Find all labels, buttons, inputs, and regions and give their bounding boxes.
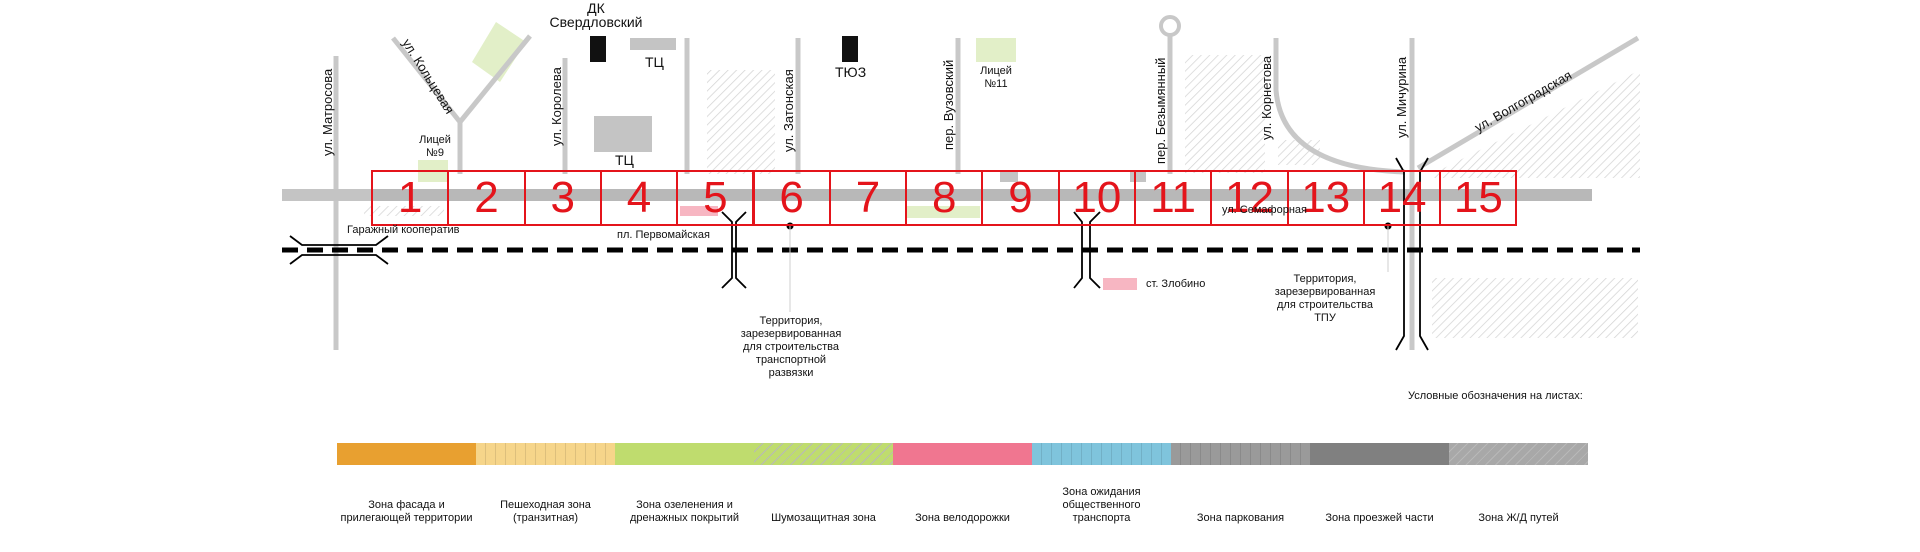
segment-box-7[interactable]: 7 <box>828 170 908 226</box>
segment-box-12[interactable]: 12 <box>1210 170 1289 226</box>
legend-label: Зона проезжей части <box>1325 512 1434 524</box>
liceum11-building <box>976 38 1016 62</box>
street-label-zatonskaya: ул. Затонская <box>781 69 796 152</box>
dk-label-line2: Свердловский <box>549 14 643 30</box>
segment-box-6[interactable]: 6 <box>752 170 831 226</box>
road-volgogradskaya <box>1416 35 1640 171</box>
segment-number: 5 <box>703 173 728 222</box>
bridge-10-icon <box>1073 211 1101 289</box>
legend-swatch <box>476 443 615 465</box>
segment-number: 12 <box>1224 173 1274 222</box>
street-label-koroleva: ул. Королева <box>549 67 564 146</box>
legend-label: Пешеходная зона (транзитная) <box>500 499 591 524</box>
tc-top-building <box>630 38 676 50</box>
legend-label: Зона озеленения и дренажных покрытий <box>630 499 739 524</box>
legend-label: Зона фасада и прилегающей территории <box>340 499 473 524</box>
segment-number: 7 <box>855 173 881 222</box>
segment-box-14[interactable]: 14 <box>1362 170 1442 226</box>
segment-number: 10 <box>1072 173 1122 222</box>
legend-label: Зона Ж/Д путей <box>1478 512 1559 524</box>
street-label-matrosova: ул. Матросова <box>320 68 335 156</box>
green-zone-segment8 <box>905 206 980 218</box>
segment-number: 13 <box>1301 173 1351 222</box>
segment-box-4[interactable]: 4 <box>599 170 679 226</box>
liceum9-label-line2: №9 <box>426 147 444 159</box>
road-kolcevaya-left <box>391 36 462 124</box>
segment-box-10[interactable]: 10 <box>1057 170 1136 226</box>
road-kolcevaya-right <box>458 34 532 124</box>
legend-swatch <box>1310 443 1449 465</box>
legend-label: Зона велодорожки <box>915 512 1010 524</box>
road-korneteva <box>1273 38 1406 175</box>
legend-title: Условные обозначения на листах: <box>1408 390 1583 402</box>
hatched-area-center <box>1185 55 1265 173</box>
segment-number: 4 <box>626 173 652 222</box>
segment-number: 9 <box>1008 173 1033 222</box>
legend-swatch <box>1032 443 1171 465</box>
roundabout-icon <box>1159 15 1181 37</box>
liceum9-label-line1: Лицей <box>419 134 451 146</box>
hatched-area-left <box>707 70 775 174</box>
segment-box-3[interactable]: 3 <box>523 170 602 226</box>
legend-swatch <box>754 443 893 465</box>
segment-box-9[interactable]: 9 <box>981 170 1060 226</box>
liceum11-label-line2: №11 <box>984 78 1008 90</box>
pink-stop-zlobino <box>1103 278 1137 290</box>
segment-number: 1 <box>397 173 423 222</box>
bridge-14-icon <box>1395 157 1429 351</box>
segment-box-1[interactable]: 1 <box>371 170 450 226</box>
segment-number: 6 <box>779 173 804 222</box>
dk-label-line1: ДК <box>587 0 605 16</box>
pink-stop-5 <box>680 206 718 216</box>
segment-box-8[interactable]: 8 <box>905 170 984 226</box>
bridge-5-icon <box>721 211 747 289</box>
segment-number: 11 <box>1150 173 1196 222</box>
garage-label: Гаражный кооператив <box>347 224 460 236</box>
tc-top-label: ТЦ <box>645 54 664 70</box>
street-label-bezymyanniy: пер. Безымянный <box>1153 57 1168 164</box>
legend-swatch <box>1449 443 1588 465</box>
segment-number: 3 <box>550 173 575 222</box>
segment-number: 15 <box>1453 173 1503 222</box>
legend-label: Зона ожидания общественного транспорта <box>1062 486 1141 524</box>
hatched-area-garage <box>364 206 444 216</box>
reserve-right-label: Территория, зарезервированная для строит… <box>1274 273 1376 324</box>
tyuz-label: ТЮЗ <box>835 64 867 80</box>
crossing-left-icon <box>289 235 389 265</box>
pervomayskaya-label: пл. Первомайская <box>617 229 710 241</box>
segment-box-2[interactable]: 2 <box>447 170 526 226</box>
legend-label: Шумозащитная зона <box>771 512 876 524</box>
tc-mid-label: ТЦ <box>615 152 634 168</box>
tc-mid-building <box>594 116 652 152</box>
segment-box-11[interactable]: 11 <box>1134 170 1213 226</box>
street-label-michurina: ул. Мичурина <box>1394 56 1409 138</box>
segment-number: 8 <box>932 173 957 222</box>
tyuz-building <box>842 36 858 62</box>
legend-swatch <box>1171 443 1310 465</box>
zlobino-label: ст. Злобино <box>1146 278 1206 290</box>
street-label-vuzovskiy: пер. Вузовский <box>941 59 956 150</box>
grey-block-11 <box>1130 172 1146 182</box>
street-label-korneteva: ул. Корнетова <box>1259 55 1274 140</box>
legend-label: Зона паркования <box>1196 512 1285 524</box>
grey-block-9 <box>1000 172 1018 182</box>
segment-number: 14 <box>1377 173 1427 222</box>
segment-box-15[interactable]: 15 <box>1439 170 1518 226</box>
green-zone-kolcevaya <box>472 22 526 82</box>
hatched-area-right-top <box>1432 70 1640 178</box>
semafornaya-label: ул. Семафорная <box>1222 204 1307 216</box>
legend-swatch <box>337 443 476 465</box>
hatched-area-right-bottom <box>1432 278 1638 338</box>
segment-box-13[interactable]: 13 <box>1286 170 1365 226</box>
liceum11-label-line1: Лицей <box>980 65 1012 77</box>
segment-box-5[interactable]: 5 <box>676 170 755 226</box>
reserve-left-label: Территория, зарезервированная для строит… <box>740 315 842 379</box>
legend-swatch <box>893 443 1032 465</box>
dk-building <box>590 36 606 62</box>
segment-number: 2 <box>474 173 499 222</box>
legend-swatch <box>615 443 754 465</box>
